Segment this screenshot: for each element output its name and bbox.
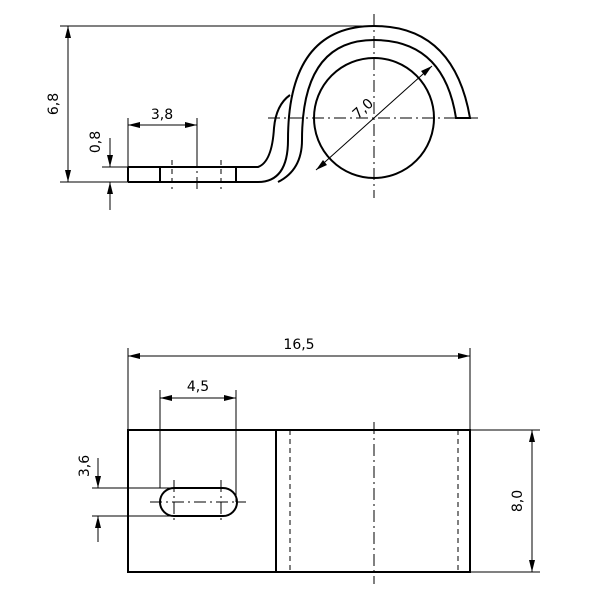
dim-height-arrow-bottom xyxy=(65,170,71,182)
dim-length-arrow-left xyxy=(128,353,140,359)
dim-slot-width-arrow-bottom xyxy=(95,516,101,528)
dim-slot-length-arrow-right xyxy=(224,395,236,401)
dim-width-label: 8,0 xyxy=(510,490,526,512)
dim-slot-width-label: 3,6 xyxy=(77,455,93,477)
dim-width-arrow-bottom xyxy=(529,560,535,572)
dim-width-arrow-top xyxy=(529,430,535,442)
dim-slot-offset-label: 3,8 xyxy=(151,107,173,123)
dim-height-label: 6,8 xyxy=(46,93,62,115)
dim-length-arrow-right xyxy=(458,353,470,359)
clip-profile-outer xyxy=(128,24,472,183)
dim-slot-width-arrow-top xyxy=(95,476,101,488)
dim-thickness-arrow-top xyxy=(107,155,113,167)
top-view-outline xyxy=(127,429,471,573)
dim-slot-offset-arrow-right xyxy=(185,122,197,128)
dim-thickness-label: 0,8 xyxy=(88,131,104,153)
top-view: 16,5 4,5 3,6 8,0 xyxy=(77,337,540,584)
dim-slot-length-arrow-left xyxy=(160,395,172,401)
dim-slot-length-label: 4,5 xyxy=(187,379,209,395)
side-view: 6,8 0,8 3,8 7,0 xyxy=(46,14,480,210)
dim-diameter-line xyxy=(315,65,433,171)
dim-thickness-arrow-bottom xyxy=(107,182,113,194)
dim-diameter-arrow-lower xyxy=(316,160,327,170)
dim-slot-offset-arrow-left xyxy=(128,122,140,128)
dim-diameter-arrow-upper xyxy=(421,66,432,76)
dim-length-label: 16,5 xyxy=(283,337,314,353)
clip-profile-lower xyxy=(128,94,291,168)
dim-height-arrow-top xyxy=(65,26,71,38)
